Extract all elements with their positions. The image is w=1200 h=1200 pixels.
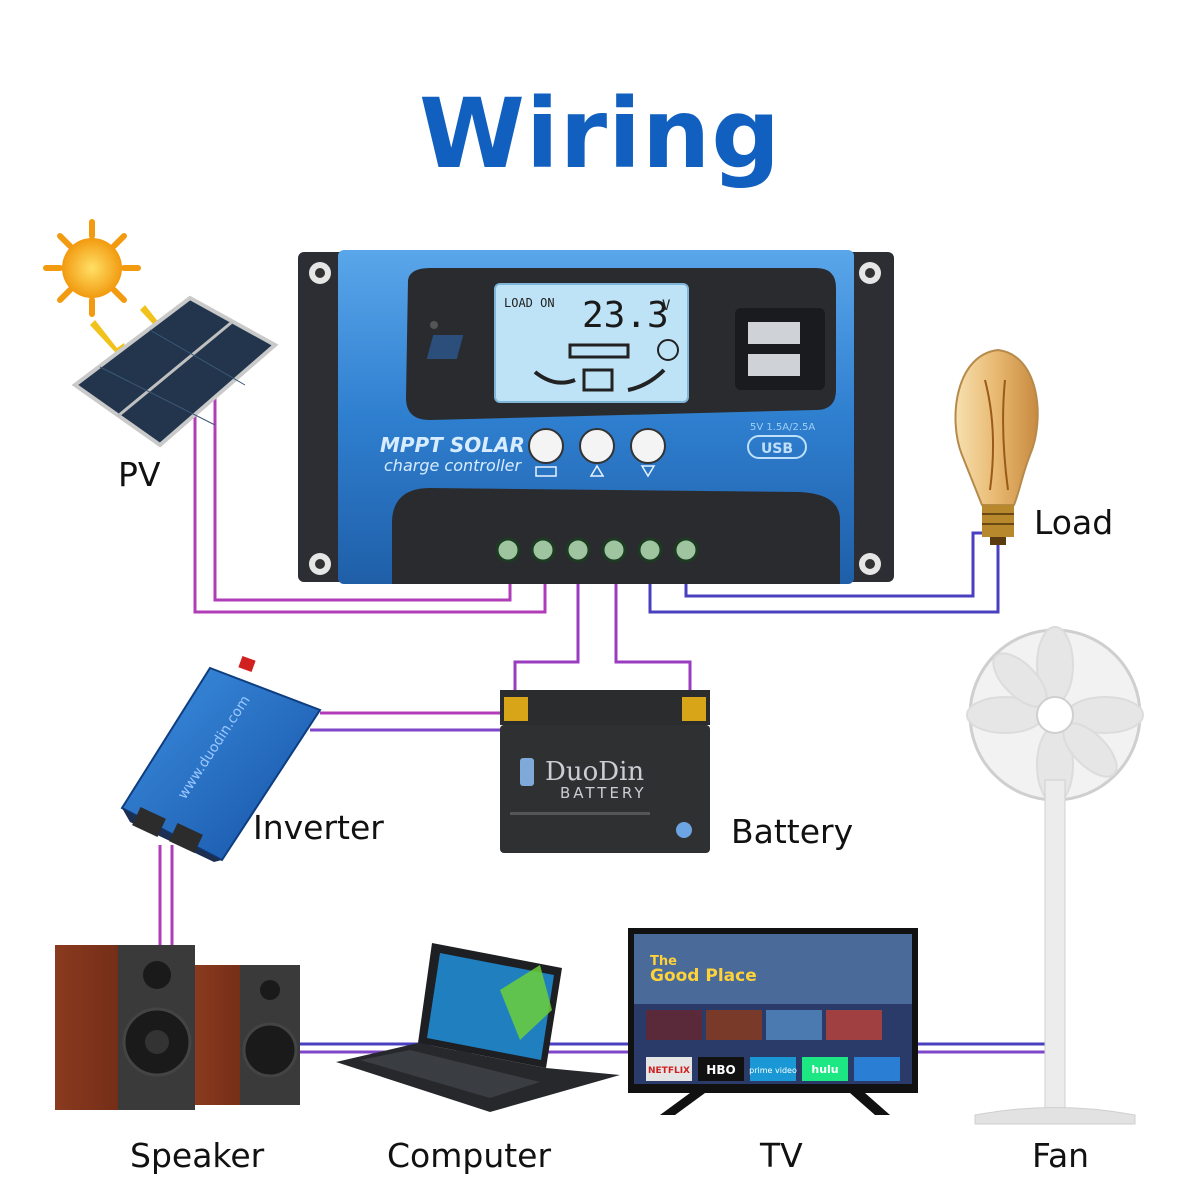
label-load: Load (1034, 503, 1114, 542)
tv-app-netflix (646, 1057, 692, 1081)
lcd-unit: V (662, 298, 671, 314)
up-button[interactable] (579, 428, 615, 464)
label-tv: TV (760, 1136, 803, 1175)
light-bulb (954, 348, 1039, 545)
tv-show-line-2: Good Place (650, 966, 757, 986)
battery-subtitle: BATTERY (560, 784, 647, 802)
brand-line-2: charge controller (384, 456, 523, 475)
menu-button[interactable] (528, 428, 564, 464)
tv-app-hulu-label: hulu (811, 1063, 838, 1076)
usb-label: USB (761, 441, 793, 457)
battery: DuoDin BATTERY (500, 690, 710, 853)
lcd-panel-icon (426, 335, 464, 359)
label-battery: Battery (731, 812, 854, 851)
brand-line-1: MPPT SOLAR (380, 433, 525, 457)
lcd-flow-arrow-2 (627, 368, 666, 392)
usb-badge (747, 435, 807, 459)
tv-app-hulu (802, 1057, 848, 1081)
standing-fan (966, 626, 1144, 1125)
battery-logo-icon (520, 758, 534, 786)
lcd-status: LOAD ON (504, 296, 555, 310)
battery-wire-positive (513, 555, 580, 700)
usb-port-1 (748, 322, 800, 344)
usb-port-housing (735, 308, 825, 390)
battery-brand: DuoDin (545, 757, 644, 787)
label-speaker: Speaker (130, 1136, 265, 1175)
label-pv: PV (118, 455, 161, 494)
terminal-screws (495, 537, 699, 563)
tv-app-prime-label: prime video (749, 1066, 797, 1075)
tv-app-tile (854, 1057, 900, 1081)
charge-controller: LOAD ON 23.3 V 5V 1.5A/2.5A USB MPPT SOL… (298, 250, 894, 584)
down-button[interactable] (630, 428, 666, 464)
lcd-flow-arrow-1 (533, 370, 576, 385)
menu-button-icon (535, 466, 557, 477)
inverter: www.duodin.com (120, 655, 322, 862)
label-fan: Fan (1032, 1136, 1090, 1175)
laptop (336, 943, 620, 1112)
usb-port-2 (748, 354, 800, 376)
tv-show-line-1: The (650, 954, 677, 969)
solar-panel (71, 295, 279, 448)
television: The Good Place NETFLIX HBO prime video h… (628, 928, 918, 1115)
usb-spec: 5V 1.5A/2.5A (750, 422, 815, 433)
tv-app-prime (750, 1057, 796, 1081)
tv-app-hbo (698, 1057, 744, 1081)
up-button-icon (589, 464, 605, 477)
tv-app-netflix-label: NETFLIX (648, 1066, 690, 1076)
lcd-battery-icon (582, 368, 614, 392)
down-button-icon (640, 465, 656, 478)
label-inverter: Inverter (253, 808, 384, 847)
tv-app-hbo-label: HBO (706, 1063, 735, 1077)
sun-icon (43, 219, 141, 317)
speakers (55, 945, 300, 1110)
battery-wire-negative (614, 555, 692, 700)
page-title: Wiring (418, 78, 782, 190)
lcd-reading: 23.3 (582, 295, 669, 336)
lcd-bulb-icon (657, 339, 679, 361)
lcd-battery-bar (568, 343, 630, 359)
label-computer: Computer (387, 1136, 552, 1175)
